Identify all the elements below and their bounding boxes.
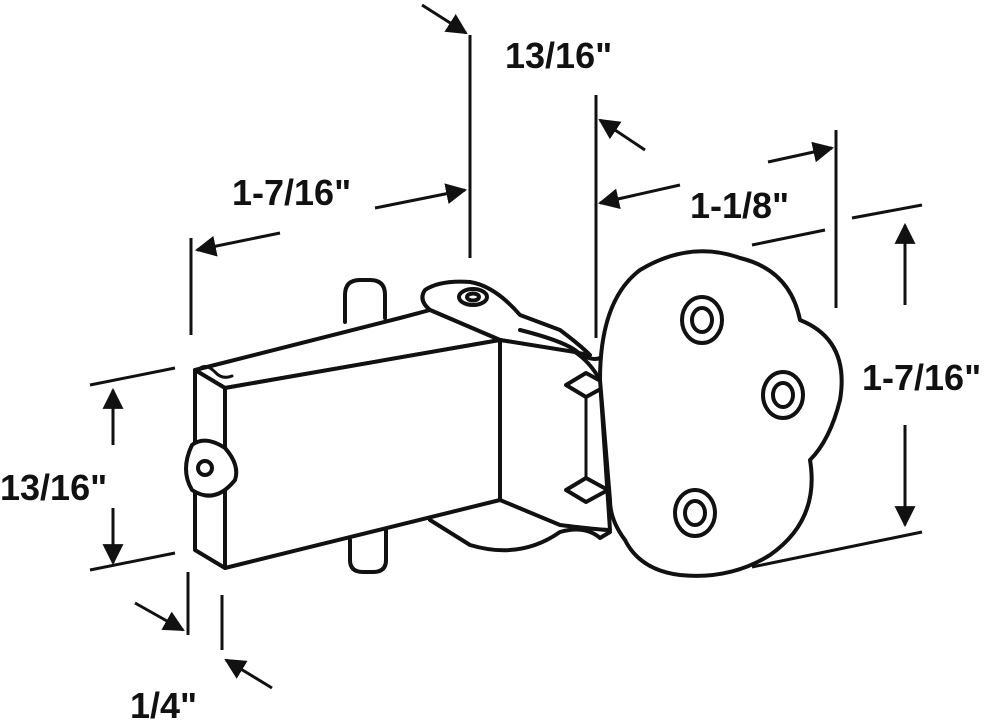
arrow-plate-width-left bbox=[597, 183, 681, 210]
ext-line-body-top bbox=[89, 366, 176, 387]
label-top-width: 13/16" bbox=[505, 35, 612, 76]
hinge-knuckle bbox=[498, 338, 612, 532]
ext-line-plate-bottom bbox=[751, 530, 923, 569]
top-tab bbox=[343, 278, 387, 324]
dimension-labels: 13/16" 1-7/16" 1-1/8" 1-7/16" 13/16" 1/4… bbox=[0, 35, 981, 725]
bottom-tab bbox=[348, 526, 388, 574]
label-body-length: 1-7/16" bbox=[232, 172, 351, 213]
label-body-height: 13/16" bbox=[0, 467, 107, 508]
arrow-depth-left bbox=[134, 601, 185, 632]
mounting-plate bbox=[598, 249, 844, 578]
arrow-body-length-right bbox=[374, 183, 468, 210]
label-body-depth: 1/4" bbox=[130, 685, 197, 725]
hinge-part bbox=[184, 249, 844, 578]
ext-line-body-bottom bbox=[89, 551, 176, 572]
arrow-body-length-left bbox=[194, 231, 281, 257]
label-plate-height: 1-7/16" bbox=[862, 357, 981, 398]
arrow-depth-right bbox=[224, 658, 273, 690]
arrow-plate-width-right bbox=[767, 141, 835, 164]
ext-line-plate-top bbox=[851, 203, 923, 220]
arrow-top-width bbox=[421, 3, 468, 35]
plate-width-lower-line bbox=[751, 228, 826, 247]
dimension-lines bbox=[89, 3, 923, 690]
lower-strap bbox=[428, 518, 612, 553]
label-plate-width: 1-1/8" bbox=[690, 185, 789, 226]
arrow-plate-width-left-upper bbox=[598, 118, 646, 152]
